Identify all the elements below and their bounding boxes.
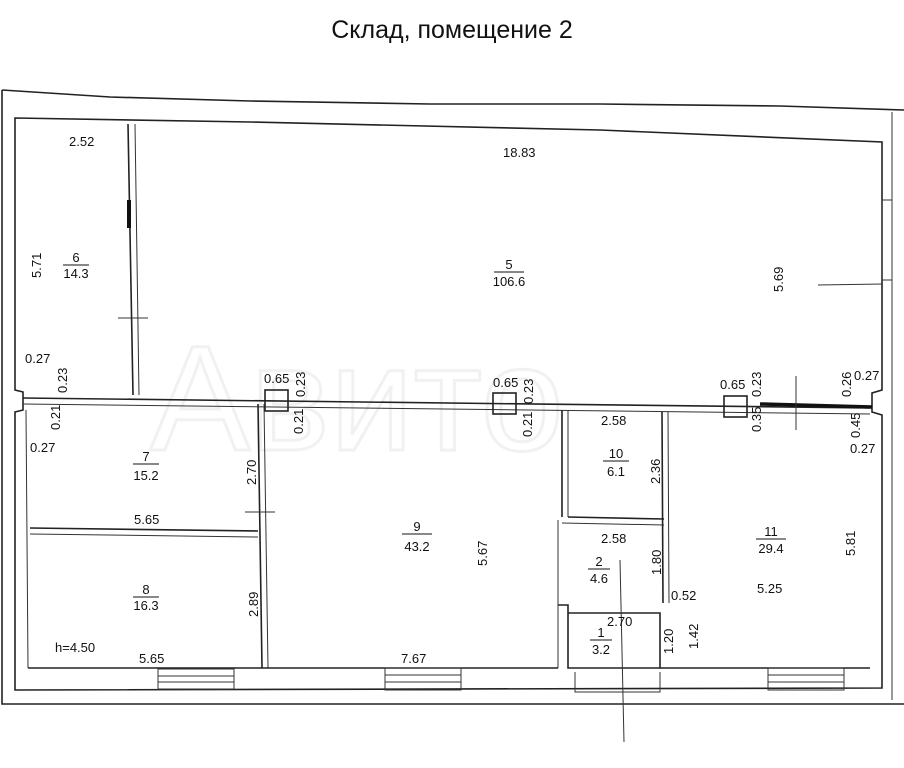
wall-corridor-bottom [22,403,871,415]
wall-6-5-b [134,123,140,396]
dimension-label: 5.25 [757,581,782,596]
dimension-label: 5.81 [843,531,858,556]
room-number: 6 [72,250,79,265]
dimension-label: 18.83 [503,145,536,160]
wall-7-8-b [29,533,259,538]
dimension-label: 0.23 [55,368,70,393]
right-marker [817,283,883,286]
room-area: 16.3 [133,598,158,613]
dimension-label: 1.80 [649,550,664,575]
room-area: 14.3 [63,266,88,281]
window-1 [157,668,235,690]
dimension-label: 0.26 [839,372,854,397]
dimension-label: 7.67 [401,651,426,666]
dimension-label: 0.65 [264,371,289,386]
wall-7-9-b [263,403,269,669]
window-3 [767,667,845,691]
room-number: 2 [595,554,602,569]
dimension-label: 0.27 [850,441,875,456]
column-2 [492,392,517,415]
dimension-label: 0.35 [749,407,764,432]
column-3 [723,395,748,418]
room-area: 3.2 [592,642,610,657]
dimension-label: 0.45 [848,413,863,438]
dimension-label: 5.65 [134,512,159,527]
room-number: 10 [609,446,623,461]
room-number: 8 [142,582,149,597]
room-number: 11 [764,524,778,539]
dimension-label: 0.27 [25,351,50,366]
wall-7-9 [257,403,263,669]
dimension-label: 2.52 [69,134,94,149]
dimension-label: 0.21 [520,412,535,437]
room-area: 43.2 [404,539,429,554]
dimension-label: 0.52 [671,588,696,603]
window-2 [384,667,462,691]
wall-thick [759,402,873,409]
room-number: 5 [505,257,512,272]
room-number: 9 [413,519,420,534]
room-number: 7 [142,449,149,464]
watermark: Авито [150,314,564,482]
dimension-label: 5.71 [29,253,44,278]
dimension-label: 2.89 [246,592,261,617]
wall-10-bottom [567,516,665,520]
wall-10-bottom-b [561,522,665,526]
outer-wall-outer [1,90,904,705]
right-window [881,199,893,281]
dimension-label: 2.70 [607,614,632,629]
dimension-label: 5.69 [771,267,786,292]
room-number: 1 [597,625,604,640]
dimension-label: 0.23 [521,379,536,404]
room-area: 106.6 [493,274,526,289]
wall-7-8 [29,527,259,532]
room-area: 6.1 [607,464,625,479]
height-note: h=4.50 [55,640,95,655]
column-1 [264,389,289,412]
dimension-label: 0.65 [720,377,745,392]
room-1-outer [574,672,661,693]
dimension-label: 5.67 [475,541,490,566]
wall-10-right [661,411,664,604]
dimension-label: 0.65 [493,375,518,390]
dimension-label: 2.58 [601,531,626,546]
dimension-label: 0.23 [293,372,308,397]
axis-line [619,559,625,743]
room-area: 4.6 [590,571,608,586]
outer-wall [1,89,904,111]
plan-title: Склад, помещение 2 [331,16,573,44]
room-area: 29.4 [758,541,783,556]
dimension-label: 1.42 [686,624,701,649]
room-1-box [558,604,661,669]
dimension-label: 2.58 [601,413,626,428]
dimension-label: 0.27 [854,368,879,383]
wall-left-inner [25,409,29,669]
wall-10-right-b [667,411,670,604]
dimension-label: 0.21 [48,405,63,430]
dimension-label: 1.20 [661,629,676,654]
door-mark [127,200,131,228]
dimension-label: 0.23 [749,372,764,397]
room-area: 15.2 [133,468,158,483]
dimension-label: 5.65 [139,651,164,666]
wall-corridor-top [22,397,871,409]
dimension-label: 2.70 [244,460,259,485]
dimension-label: 2.36 [648,459,663,484]
wall-6-5 [127,123,134,396]
dimension-label: 0.21 [291,409,306,434]
dimension-label: 0.27 [30,440,55,455]
